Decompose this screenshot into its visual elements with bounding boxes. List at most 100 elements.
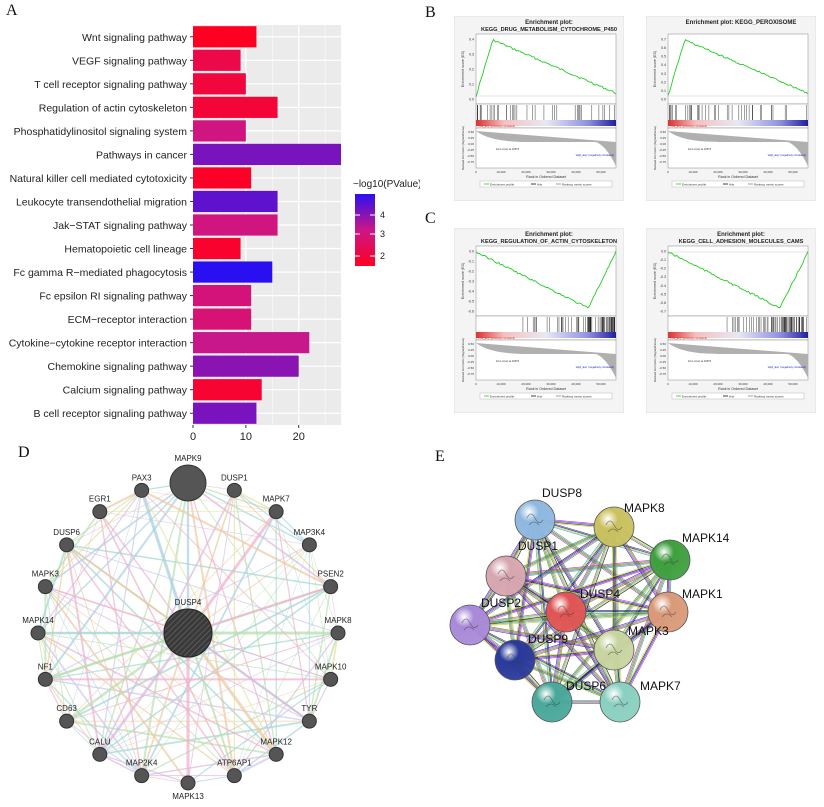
gsea-plot-cell-adhesion: Enrichment plot:KEGG_CELL_ADHESION_MOLEC… — [646, 228, 816, 413]
x-tick-label: 30,000 — [546, 170, 556, 174]
edge — [99, 632, 339, 755]
edge — [469, 526, 614, 625]
rank-colorbar — [668, 120, 808, 126]
neg-label: 'High_Exp' (negatively correlated) — [767, 365, 806, 369]
edge — [533, 520, 613, 652]
edge — [187, 632, 311, 723]
node — [226, 482, 242, 498]
legend-label: Hits — [729, 182, 735, 186]
es-axis-label: Enrichment score (ES) — [461, 263, 465, 299]
edge — [186, 510, 278, 634]
x-tick-label: 40,000 — [571, 170, 581, 174]
edge — [470, 623, 621, 701]
x-tick-label: 50,000 — [788, 382, 798, 386]
rank-axis-label: Ranked list metric (Signal2Noise) — [461, 126, 465, 170]
edge — [534, 520, 614, 651]
edge — [470, 623, 615, 649]
edge — [308, 586, 332, 722]
edge — [44, 679, 68, 722]
panel-label-a: A — [6, 2, 18, 19]
category-label: Fc epsilon RI signaling pathway — [39, 291, 187, 303]
rank-tick-label: 0.50 — [660, 342, 666, 346]
rank-axis-label: Ranked list metric (Signal2Noise) — [653, 338, 657, 382]
node — [599, 681, 641, 723]
node-label: MAPK3 — [32, 570, 60, 579]
x-tick-label: 0 — [190, 431, 196, 440]
node — [134, 768, 150, 784]
panel-label-e: E — [435, 448, 445, 465]
x-tick-label: 10,000 — [688, 170, 698, 174]
panel-label-d: D — [18, 444, 30, 461]
node-label: PAX3 — [132, 473, 152, 482]
es-tick-label: 0.0 — [661, 98, 666, 102]
edge — [45, 585, 189, 634]
x-tick-label: 10,000 — [496, 382, 506, 386]
category-label: Wnt signaling pathway — [82, 32, 188, 44]
edge — [141, 775, 189, 784]
x-tick-label: 0 — [667, 382, 669, 386]
edge — [98, 632, 190, 756]
rank-colorbar — [476, 332, 616, 338]
es-tick-label: 0.1 — [469, 83, 474, 87]
x-tick-label: 50,000 — [596, 382, 606, 386]
enrichment-curve — [475, 250, 617, 309]
edge — [66, 544, 331, 588]
gsea-plot-drug-metabolism: Enrichment plot:KEGG_DRUG_METABOLISM_CYT… — [454, 16, 624, 201]
es-tick-label: 0.0 — [469, 250, 474, 254]
legend-tick: 4 — [380, 210, 385, 220]
edge — [44, 489, 143, 588]
legend-label: Ranking metric scores — [754, 182, 784, 186]
network-d: DUSP4MAPK9DUSP1MAPK7MAP3K4PSEN2MAPK8MAPK… — [22, 455, 352, 801]
x-tick-label: 30,000 — [738, 382, 748, 386]
edge — [187, 775, 235, 784]
node — [226, 768, 242, 784]
x-axis-label: Rank in Ordered Dataset — [718, 387, 758, 391]
node-label: PSEN2 — [318, 570, 345, 579]
es-panel — [667, 245, 809, 317]
es-tick-label: 0.0 — [469, 98, 474, 102]
legend-label: Enrichment profile — [490, 182, 515, 186]
node — [268, 504, 284, 520]
node-structure — [605, 643, 623, 656]
legend-colorbar — [355, 194, 375, 266]
category-label: Pathways in cancer — [96, 149, 188, 161]
rank-colorbar — [668, 332, 808, 338]
es-tick-label: 0.4 — [661, 63, 666, 67]
category-label: Jak−STAT signaling pathway — [53, 220, 188, 232]
node-label: ATP6AP1 — [217, 759, 252, 768]
x-tick-label: 0 — [475, 382, 477, 386]
bar — [193, 261, 273, 283]
edge — [66, 544, 339, 634]
node — [649, 539, 691, 581]
node — [301, 537, 317, 553]
center-node-label: DUSP4 — [175, 598, 202, 607]
edge — [469, 626, 620, 704]
edge — [504, 576, 551, 703]
rank-tick-label: -0.75 — [659, 372, 666, 376]
edge — [187, 490, 236, 634]
edge — [514, 611, 668, 660]
rank-tick-label: -0.25 — [467, 148, 474, 152]
rank-tick-label: 0.25 — [660, 348, 666, 352]
legend-label: Ranking metric scores — [562, 182, 592, 186]
rank-tick-label: -0.75 — [467, 160, 474, 164]
rank-tick-label: -0.25 — [659, 148, 666, 152]
edge — [469, 625, 620, 703]
category-label: VEGF signaling pathway — [72, 55, 188, 67]
legend-label: Ranking metric scores — [754, 394, 784, 398]
rank-tick-label: -0.50 — [659, 366, 666, 370]
rank-tick-label: -0.75 — [659, 160, 666, 164]
node-label: MAPK1 — [682, 587, 723, 601]
node — [531, 681, 573, 723]
bar — [193, 49, 241, 71]
edge — [99, 511, 310, 546]
plot-title: KEGG_CELL_ADHESION_MOLECULES_CAMS — [679, 239, 804, 245]
x-tick-label: 50,000 — [596, 170, 606, 174]
bar — [193, 214, 278, 236]
node — [494, 639, 536, 681]
node-structure — [526, 513, 544, 526]
pos-label: 'Low_Exp' (positively correlated) — [478, 336, 515, 340]
edge — [233, 753, 277, 777]
